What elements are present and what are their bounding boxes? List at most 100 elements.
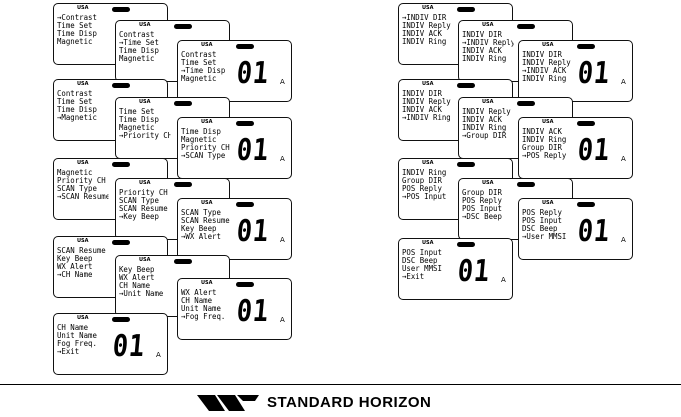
footer-rule [0,384,681,385]
menu-item: →Time Set [119,39,159,47]
menu-item: Time Disp [57,106,97,114]
menu-item: Key Beep [119,266,155,274]
status-bar-icon [112,162,130,167]
menu-item: →SCAN Type [181,152,226,160]
status-bar-icon [112,317,130,322]
menu-item: →INDIV Ring [402,114,451,122]
channel-suffix: A [156,351,161,359]
menu-item: INDIV Reply [462,108,511,116]
channel-suffix: A [280,316,285,324]
channel-number: 01 [576,214,612,249]
menu-item: →Fog Freq. [181,313,226,321]
menu-item: Priority CH [181,144,230,152]
menu-item: Group DIR [402,177,442,185]
region-label: USA [422,81,434,87]
menu-item: Contrast [57,90,93,98]
menu-item: INDIV DIR [522,51,562,59]
menu-item: Key Beep [181,225,217,233]
menu-item: →POS Reply [522,152,567,160]
menu-item: Time Disp [119,116,159,124]
status-bar-icon [236,202,254,207]
menu-item: CH Name [119,282,151,290]
status-bar-icon [174,182,192,187]
menu-item: →Unit Name [119,290,164,298]
menu-item: POS Reply [402,185,442,193]
menu-item: SCAN Type [181,209,221,217]
menu-item: Time Disp [181,128,221,136]
status-bar-icon [174,259,192,264]
region-label: USA [201,200,213,206]
region-label: USA [422,5,434,11]
region-label: USA [542,200,554,206]
menu-item: Magnetic [181,136,217,144]
status-bar-icon [174,24,192,29]
channel-suffix: A [280,78,285,86]
status-bar-icon [517,101,535,106]
region-label: USA [542,42,554,48]
menu-item: INDIV Reply [402,22,451,30]
menu-item: INDIV Ring [402,38,447,46]
menu-item: DSC Beep [522,225,558,233]
region-label: USA [201,119,213,125]
menu-item: SCAN Type [57,185,97,193]
menu-item: →Exit [57,348,80,356]
channel-suffix: A [501,276,506,284]
menu-item: SCAN Type [119,197,159,205]
menu-item: Contrast [181,51,217,59]
status-bar-icon [236,282,254,287]
channel-number: 01 [576,133,612,168]
menu-item: Group DIR [522,144,562,152]
menu-item: INDIV ACK [402,30,442,38]
menu-item: User MMSI [402,265,442,273]
menu-item: INDIV Ring [462,124,507,132]
channel-number: 01 [111,329,147,364]
channel-number: 01 [576,56,612,91]
menu-item: INDIV ACK [522,128,562,136]
channel-number: 01 [235,56,271,91]
menu-item: INDIV ACK [462,116,502,124]
menu-item: DSC Beep [402,257,438,265]
menu-item: INDIV Ring [402,169,447,177]
status-bar-icon [517,182,535,187]
status-bar-icon [112,7,130,12]
menu-item: →POS Input [402,193,447,201]
region-label: USA [422,240,434,246]
menu-item: POS Input [402,249,442,257]
menu-item: SCAN Resume [181,217,230,225]
channel-number: 01 [235,214,271,249]
menu-item: →Exit [402,273,425,281]
region-label: USA [139,22,151,28]
channel-suffix: A [280,236,285,244]
menu-item: Magnetic [119,55,155,63]
channel-suffix: A [621,78,626,86]
status-bar-icon [236,121,254,126]
channel-number: 01 [456,254,492,289]
menu-item: Group DIR [462,189,502,197]
menu-item: →SCAN Resume [57,193,109,201]
menu-item: →WX Alert [181,233,221,241]
menu-item: →Priority CH [119,132,171,140]
status-bar-icon [517,24,535,29]
menu-item: INDIV Reply [402,98,451,106]
region-label: USA [77,5,89,11]
menu-item: Unit Name [57,332,97,340]
